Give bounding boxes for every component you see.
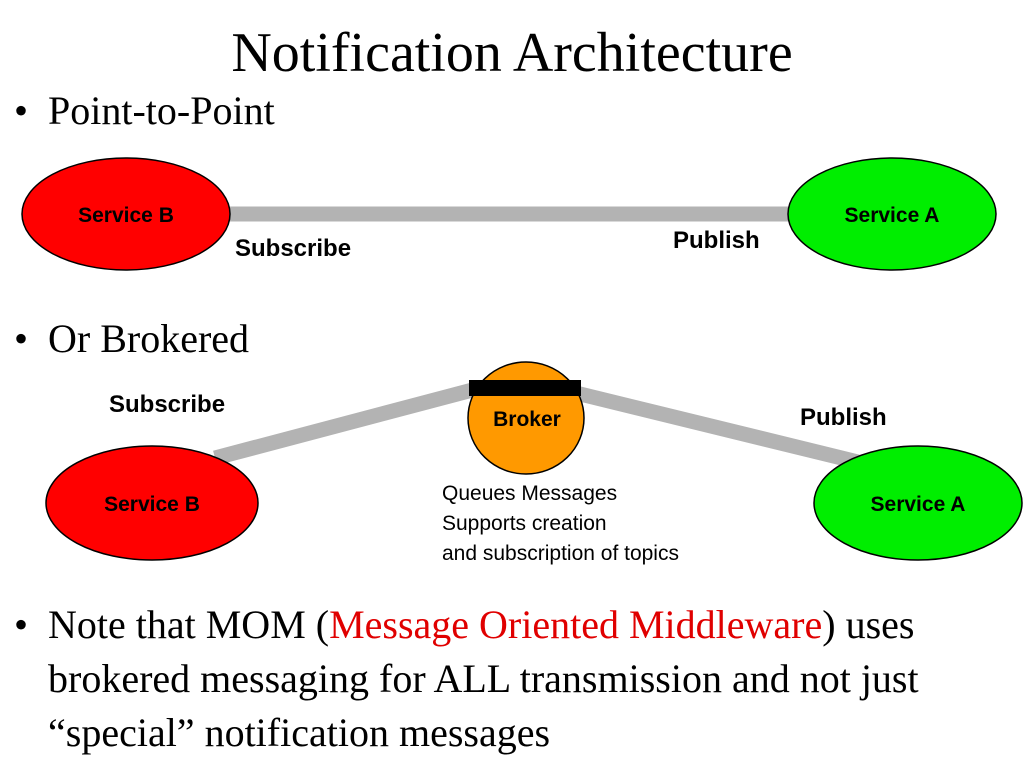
brokered-publish-label: Publish: [800, 404, 887, 431]
mom-note-suffix: ) uses brokered messaging for ALL transm…: [48, 602, 919, 755]
bullet-brokered-text: Or Brokered: [48, 316, 250, 361]
p2p-publish-label: Publish: [673, 227, 760, 254]
p2p-subscribe-label: Subscribe: [235, 235, 351, 262]
bullet-mom-note: • Note that MOM (Message Oriented Middle…: [14, 598, 1004, 760]
bullet-brokered: • Or Brokered: [14, 312, 249, 366]
point-to-point-diagram: Service B Service A Subscribe Publish: [21, 157, 997, 271]
brokered-subscribe-label: Subscribe: [109, 391, 225, 418]
publish-link: [570, 384, 860, 470]
subscribe-link: [213, 380, 482, 466]
broker-label: Broker: [493, 408, 561, 431]
p2p-service-b-node: [21, 157, 231, 271]
broker-note-line-2: Supports creation: [442, 512, 607, 535]
broker-queue-bar: [469, 380, 581, 396]
brokered-service-a-label: Service A: [871, 493, 966, 516]
brokered-service-b-node: [45, 445, 259, 561]
p2p-service-a-node: [787, 157, 997, 271]
brokered-service-b-label: Service B: [104, 493, 200, 516]
mom-highlight-term: Message Oriented Middleware: [329, 602, 823, 647]
bullet-dot: •: [14, 88, 29, 133]
p2p-service-b-label: Service B: [78, 204, 174, 227]
bullet-point-to-point-text: Point-to-Point: [48, 88, 275, 133]
mom-note-prefix: Note that MOM (: [48, 602, 330, 647]
brokered-diagram: Broker Service B Service A Subscribe Pub…: [45, 361, 1023, 565]
slide-title: Notification Architecture: [231, 22, 793, 84]
broker-note-line-1: Queues Messages: [442, 482, 617, 505]
brokered-service-a-node: [813, 445, 1023, 561]
p2p-service-a-label: Service A: [845, 204, 940, 227]
bullet-dot: •: [14, 316, 29, 361]
bullet-point-to-point: • Point-to-Point: [14, 84, 275, 138]
broker-note-line-3: and subscription of topics: [442, 542, 679, 565]
bullet-dot: •: [14, 602, 29, 647]
bullet-mom-note-text: Note that MOM (Message Oriented Middlewa…: [48, 598, 1004, 760]
